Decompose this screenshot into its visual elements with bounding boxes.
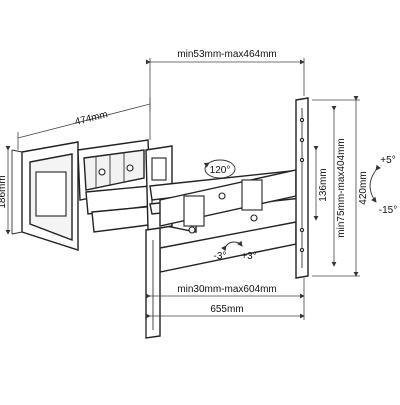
swivel-rotation-icon: [203, 159, 236, 179]
bracket-height-label: 420mm: [358, 171, 369, 204]
swivel-angle-label: 120°: [210, 165, 231, 176]
center-offset-label: 136mm: [318, 168, 329, 201]
vesa-horizontal-label: min30mm-max604mm: [177, 284, 276, 295]
wall-plate: [11, 141, 79, 251]
arm-extension-label: min53mm-max464mm: [177, 49, 276, 60]
level-right-label: +3°: [241, 251, 256, 262]
level-left-label: -3°: [214, 251, 227, 262]
tv-bracket: [145, 97, 309, 339]
tilt-rotation-icon: [369, 164, 381, 203]
wall-plate-depth-label: 474mm: [74, 109, 109, 128]
tilt-down-label: -15°: [379, 205, 397, 216]
dimension-lines: [5, 58, 360, 338]
tilt-up-label: +5°: [380, 155, 395, 166]
vesa-vertical-label: min75mm-max404mm: [336, 138, 347, 237]
overall-width-label: 655mm: [210, 304, 243, 315]
level-rotation-icon: [221, 240, 243, 252]
wall-plate-height-label: 186mm: [0, 175, 8, 208]
